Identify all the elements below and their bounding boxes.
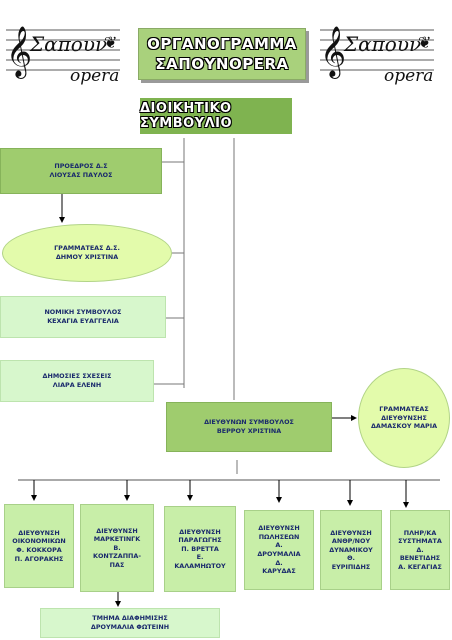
logo-opera-text: opera [384, 66, 433, 86]
advertising-department-node: ΤΜΗΜΑ ΔΙΑΦΗΜΙΣΗΣ ΔΡΟΥΜΑΛΙΑ ΦΩΤΕΙΝΗ [40, 608, 220, 638]
sapounopera-logo-left: 𝄞 Σαπουν opera ❦ [4, 10, 122, 88]
board-of-directors-node: ΔΙΟΙΚΗΤΙΚΟ ΣΥΜΒΟΥΛΙΟ [140, 98, 292, 134]
department-marketing-node: ΔΙΕΥΘΥΝΣΗ ΜΑΡΚΕΤΙΝΓΚ Β. ΚΟΝΤΖΑΠΠΑ- ΠΑΣ [80, 504, 154, 592]
legal-advisor-node: ΝΟΜΙΚΗ ΣΥΜΒΟΥΛΟΣ ΚΕΧΑΓΙΑ ΕΥΑΓΓΕΛΙΑ [0, 296, 166, 338]
department-hr-node: ΔΙΕΥΘΥΝΣΗ ΑΝΘΡ/ΝΟΥ ΔΥΝΑΜΙΚΟΥ Θ. ΕΥΡΙΠΙΔΗ… [320, 510, 382, 590]
department-finance-node: ΔΙΕΥΘΥΝΣΗ ΟΙΚΟΝΟΜΙΚΩΝ Φ. ΚΟΚΚΟΡΑ Π. ΑΓΟΡ… [4, 504, 74, 588]
board-label: ΔΙΟΙΚΗΤΙΚΟ ΣΥΜΒΟΥΛΙΟ [140, 101, 233, 131]
title-line-2: ΣΑΠΟΥΝΟPERA [155, 55, 289, 73]
sapounopera-logo-right: 𝄞 Σαπουν opera ❦ [318, 10, 436, 88]
svg-text:❦: ❦ [104, 33, 117, 52]
public-relations-node: ΔΗΜΟΣΙΕΣ ΣΧΕΣΕΙΣ ΛΙΑΡΑ ΕΛΕΝΗ [0, 360, 154, 402]
board-secretary-node: ΓΡΑΜΜΑΤΕΑΣ Δ.Σ. ΔΗΜΟΥ ΧΡΙΣΤΙΝΑ [2, 224, 172, 282]
page-title: ΟΡΓΑΝΟΓΡΑΜΜΑ ΣΑΠΟΥΝΟPERA [138, 28, 306, 80]
ceo-node: ΔΙΕΥΘΥΝΩΝ ΣΥΜΒΟΥΛΟΣ ΒΕΡΡΟΥ ΧΡΙΣΤΙΝΑ [166, 402, 332, 452]
logo-script-text: Σαπουν [29, 32, 107, 56]
svg-text:❦: ❦ [418, 33, 431, 52]
president-node: ΠΡΟΕΔΡΟΣ Δ.Σ ΛΙΟΥΣΑΣ ΠΑΥΛΟΣ [0, 148, 162, 194]
department-sales-node: ΔΙΕΥΘΥΝΣΗ ΠΩΛΗΣΕΩΝ Α. ΔΡΟΥΜΑΛΙΑ Δ. ΚΑΡΥΔ… [244, 510, 314, 590]
logo-script-text: Σαπουν [343, 32, 421, 56]
logo-opera-text: opera [70, 66, 119, 86]
title-line-1: ΟΡΓΑΝΟΓΡΑΜΜΑ [147, 35, 297, 53]
svg-text:𝄞: 𝄞 [320, 26, 346, 79]
svg-text:𝄞: 𝄞 [6, 26, 32, 79]
ceo-secretary-node: ΓΡΑΜΜΑΤΕΑΣ ΔΙΕΥΘΥΝΣΗΣ ΔΑΜΑΣΚΟΥ ΜΑΡΙΑ [358, 368, 450, 468]
department-production-node: ΔΙΕΥΘΥΝΣΗ ΠΑΡΑΓΩΓΗΣ Π. ΒΡΕΤΤΑ Ε. ΚΑΛΑΜΗΩ… [164, 506, 236, 592]
department-it-node: ΠΛΗΡ/ΚΑ ΣΥΣΤΗΜΑΤΑ Δ. ΒΕΝΕΤΙΔΗΣ Α. ΚΕΓΑΓΙ… [390, 510, 450, 590]
